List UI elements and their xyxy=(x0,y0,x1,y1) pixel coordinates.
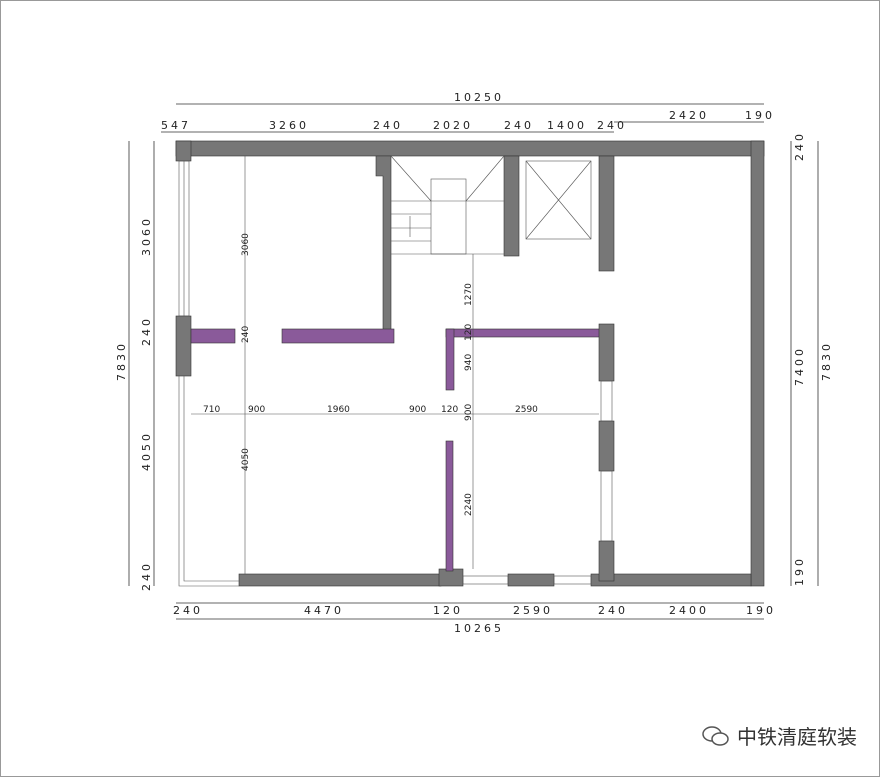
dim-label: 10250 xyxy=(454,91,504,104)
dim-label: 2420 xyxy=(669,109,709,122)
dim-label: 3260 xyxy=(269,119,309,132)
dimension-lines xyxy=(128,103,819,620)
dim-label: 900 xyxy=(464,404,474,421)
dim-label: 240 xyxy=(504,119,534,132)
dim-label: 240 xyxy=(598,604,628,617)
dim-label: 1400 xyxy=(547,119,587,132)
dim-label: 4050 xyxy=(241,448,251,471)
dim-label: 900 xyxy=(409,405,426,415)
dim-label: 1270 xyxy=(464,283,474,306)
dimension-labels: 10250 547 3260 240 2020 240 1400 240 242… xyxy=(115,91,833,635)
dim-label: 10265 xyxy=(454,622,504,635)
dim-label: 190 xyxy=(746,604,776,617)
dim-label: 3060 xyxy=(241,233,251,256)
dim-label: 2400 xyxy=(669,604,709,617)
dim-label: 3060 xyxy=(140,216,153,256)
dim-label: 240 xyxy=(793,131,806,161)
dim-label: 2590 xyxy=(515,405,538,415)
dim-label: 7400 xyxy=(793,346,806,386)
wechat-icon xyxy=(702,725,729,746)
windows xyxy=(178,160,592,587)
dim-label: 120 xyxy=(464,324,474,341)
dim-label: 4050 xyxy=(140,431,153,471)
dim-label: 190 xyxy=(745,109,775,122)
stair-core xyxy=(375,155,615,332)
watermark: 中铁清庭软装 xyxy=(701,721,857,750)
dim-label: 2590 xyxy=(513,604,553,617)
dim-label: 240 xyxy=(597,119,627,132)
dim-label: 4470 xyxy=(304,604,344,617)
dim-label: 120 xyxy=(441,405,458,415)
new-walls xyxy=(190,328,602,572)
dim-label: 710 xyxy=(203,405,220,415)
dim-label: 940 xyxy=(464,354,474,371)
dim-label: 547 xyxy=(161,119,191,132)
dim-label: 190 xyxy=(793,556,806,586)
dim-label: 240 xyxy=(140,316,153,346)
dim-label: 120 xyxy=(433,604,463,617)
dim-label: 1960 xyxy=(327,405,350,415)
dim-label: 240 xyxy=(373,119,403,132)
dim-label: 7830 xyxy=(115,341,128,381)
dim-label: 7830 xyxy=(820,341,833,381)
dim-label: 2020 xyxy=(433,119,473,132)
dim-label: 240 xyxy=(173,604,203,617)
dim-label: 240 xyxy=(140,561,153,591)
dim-label: 900 xyxy=(248,405,265,415)
watermark-text: 中铁清庭软装 xyxy=(737,725,857,749)
middle-right-wall xyxy=(598,323,615,582)
dim-label: 240 xyxy=(241,326,251,343)
dim-label: 2240 xyxy=(464,493,474,516)
